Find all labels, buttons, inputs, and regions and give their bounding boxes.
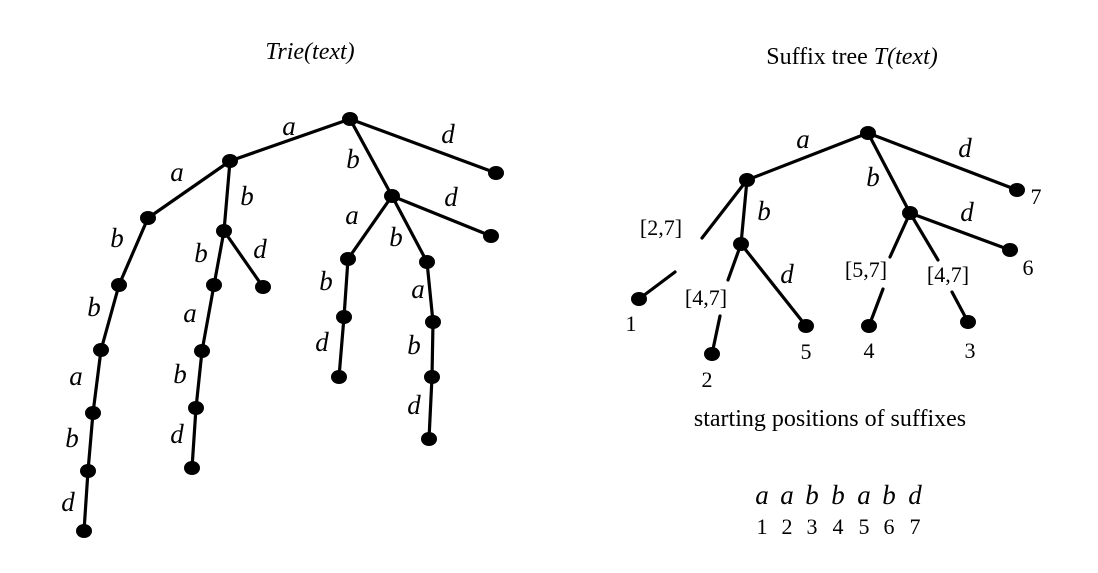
sequence-letter: b <box>831 480 845 510</box>
suffix-tree-title-prefix: Suffix tree <box>766 44 874 70</box>
trie-edge-label: b <box>240 181 254 211</box>
position-number: 4 <box>833 514 844 539</box>
range-label: [4,7] <box>685 285 727 310</box>
suffix-edge-label: d <box>960 197 974 227</box>
trie-edge-label: d <box>61 487 75 517</box>
trie-edge-label: d <box>441 119 455 149</box>
suffix-tree-title: Suffix tree T(text) <box>766 44 938 70</box>
leaf-number: 5 <box>801 339 812 364</box>
leaf-number: 4 <box>864 338 875 363</box>
trie-edge-label: a <box>282 111 296 141</box>
leaf-number: 7 <box>1031 184 1042 209</box>
suffix-tree-title-italic: T(text) <box>874 44 938 70</box>
leaf-number: 2 <box>702 367 713 392</box>
suffix-edge-label: a <box>796 124 810 154</box>
trie-edge-label: d <box>444 182 458 212</box>
trie-edge-label: b <box>389 222 403 252</box>
leaf-number: 6 <box>1023 255 1034 280</box>
sequence-letter: a <box>755 480 769 510</box>
position-number: 7 <box>910 514 921 539</box>
position-number: 2 <box>782 514 793 539</box>
trie-title: Trie(text) <box>265 39 354 65</box>
trie-edge-label: d <box>407 390 421 420</box>
trie-edge-label: b <box>407 330 421 360</box>
position-number: 3 <box>807 514 818 539</box>
leaf-number: 3 <box>965 338 976 363</box>
sequence-letter: a <box>780 480 794 510</box>
sequence-letter: b <box>882 480 896 510</box>
trie-edge-label: b <box>110 223 124 253</box>
sequence-letter: d <box>908 480 922 510</box>
suffix-edge-label: d <box>958 133 972 163</box>
sequence-letter: b <box>805 480 819 510</box>
suffix-tree-nodes <box>631 126 1025 361</box>
trie-edge-label: b <box>65 423 79 453</box>
trie-edge-label: d <box>170 419 184 449</box>
range-label: [2,7] <box>640 215 682 240</box>
suffix-tree-leaf-numbers: 7 6 1 5 2 4 3 <box>626 184 1042 392</box>
suffix-tree-edges <box>637 131 1019 356</box>
trie-edge-label: b <box>319 266 333 296</box>
trie-edge-label: a <box>69 361 83 391</box>
suffix-edge-label: b <box>757 196 771 226</box>
suffix-caption: starting positions of suffixes <box>694 406 966 432</box>
suffix-tree-range-labels: [2,7] [4,7] [5,7] [4,7] <box>640 215 969 310</box>
position-number: 1 <box>757 514 768 539</box>
suffix-edge-label: b <box>866 162 880 192</box>
trie-edge-label: a <box>411 274 425 304</box>
trie-edge-label: b <box>87 292 101 322</box>
trie-edge-label: d <box>253 234 267 264</box>
suffix-edge-label: d <box>780 259 794 289</box>
trie-nodes <box>76 112 504 538</box>
sequence-letter: a <box>857 480 871 510</box>
suffix-tree-edge-labels: a d b b d d <box>757 124 974 289</box>
trie-edge-label: a <box>345 200 359 230</box>
leaf-number: 1 <box>626 311 637 336</box>
trie-edge-labels: a d a b d b a b b d b a b b a a b b d d … <box>61 111 458 517</box>
trie-edge-label: b <box>173 359 187 389</box>
trie-edge-label: b <box>194 238 208 268</box>
trie-edge-label: b <box>346 144 360 174</box>
text-sequence: a a b b a b d <box>755 480 922 510</box>
position-number: 5 <box>859 514 870 539</box>
range-label: [4,7] <box>927 262 969 287</box>
trie-edge-label: a <box>170 157 184 187</box>
position-number: 6 <box>884 514 895 539</box>
range-label: [5,7] <box>845 257 887 282</box>
trie-edges <box>82 117 498 533</box>
trie-edge-label: d <box>315 327 329 357</box>
position-numbers: 1 2 3 4 5 6 7 <box>757 514 921 539</box>
trie-edge-label: a <box>183 298 197 328</box>
